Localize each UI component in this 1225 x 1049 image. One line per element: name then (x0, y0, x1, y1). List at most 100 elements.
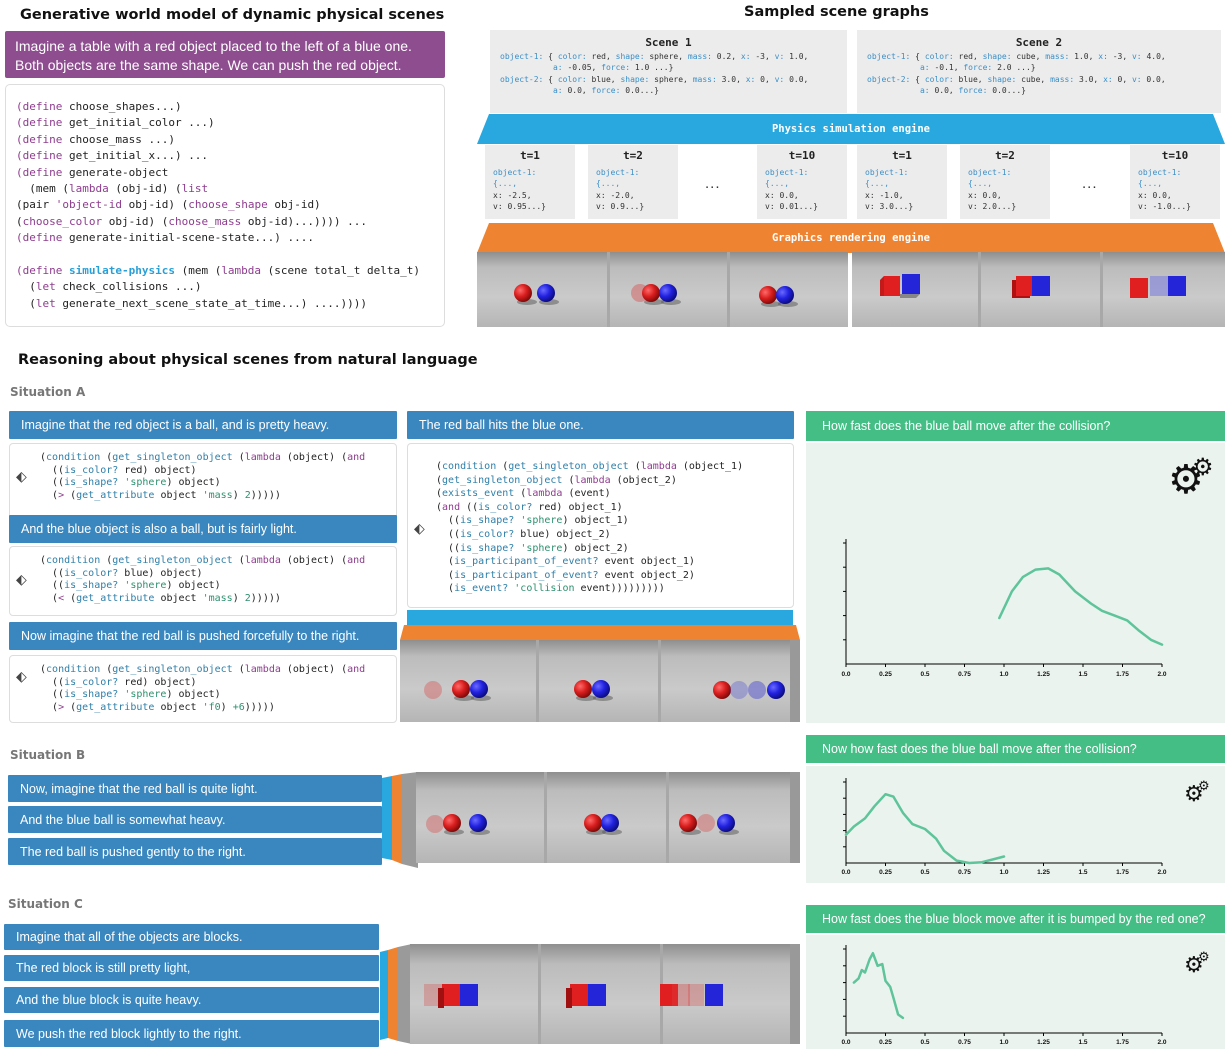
x-tick-label: 1.25 (1037, 869, 1050, 876)
scene-graph-1: Scene 1 object-1: { color: red, shape: s… (490, 30, 847, 113)
timestep-line: {..., (865, 179, 890, 188)
scene-line: a: -0.1, force: 2.0 ...} (919, 63, 1036, 72)
sit-c-statement-4: We push the red block lightly to the rig… (4, 1020, 379, 1047)
timestep-card: t=1 object-1: {..., x: -2.5, v: 0.95...} (485, 145, 575, 219)
physics-engine-band (477, 114, 1225, 144)
translation-code: (condition (get_singleton_object (lambda… (40, 555, 366, 604)
situation-b-label: Situation B (10, 748, 86, 762)
program-line: (define simulate-physics (mem (lambda (s… (16, 264, 421, 278)
x-tick-label: 1.0 (999, 671, 1008, 678)
graphics-engine-band (477, 223, 1225, 253)
program-line: (define generate-object (16, 165, 169, 179)
program-line: (let check_collisions ...) (16, 280, 202, 294)
timestep-line: {..., (1138, 179, 1163, 188)
x-tick-label: 1.25 (1037, 1039, 1050, 1046)
timestep-line: x: 0.0, (1138, 190, 1172, 200)
timestep-line: object-1: (1138, 167, 1182, 177)
sit-a-render (400, 640, 800, 722)
timestep-line: {..., (493, 179, 518, 188)
gears-icon: ⚙ (1184, 952, 1204, 977)
timestep-label: t=2 (995, 149, 1015, 162)
scene-line: a: 0.0, force: 0.0...} (552, 86, 659, 95)
sit-c-engine-bands (380, 944, 412, 1044)
sit-c-question: How fast does the blue block move after … (806, 905, 1225, 933)
timestep-line: object-1: (968, 167, 1012, 177)
render-scene-1 (477, 252, 848, 327)
program-line: (define generate-initial-scene-state...)… (16, 231, 315, 245)
x-tick-label: 1.5 (1078, 869, 1087, 876)
timestep-label: t=2 (623, 149, 643, 162)
translation-code: (condition (get_singleton_object (lambda… (40, 664, 366, 713)
sit-b-render (416, 772, 800, 863)
sit-a-statement-4: The red ball hits the blue one. (407, 411, 794, 439)
timestep-line: object-1: (765, 167, 809, 177)
scene-line: a: -0.05, force: 1.0 ...} (552, 63, 674, 72)
gears-icon: ⚙ (1184, 781, 1204, 806)
sit-c-render (410, 944, 800, 1044)
timestep-label: t=1 (520, 149, 540, 162)
timestep-line: x: 0.0, (968, 190, 1002, 200)
x-tick-label: 0.25 (879, 671, 892, 678)
sit-a-chart-panel (806, 443, 1225, 723)
sit-a-statement-3: Now imagine that the red ball is pushed … (9, 622, 397, 650)
x-tick-label: 0.25 (879, 1039, 892, 1046)
timestep-card: t=1 object-1: {..., x: -1.0, v: 3.0...} (857, 145, 947, 219)
timestep-line: object-1: (596, 167, 640, 177)
timestep-label: t=10 (1161, 149, 1189, 162)
sit-a-question: How fast does the blue ball move after t… (806, 411, 1225, 441)
scene-title: Scene 1 (645, 36, 692, 49)
ellipsis: ... (705, 175, 721, 192)
timestep-line: x: -1.0, (865, 190, 904, 200)
neural-net-icon: ⬖ (16, 468, 27, 484)
program-line: (pair 'object-id obj-id) (choose_shape o… (16, 198, 321, 212)
scene-title: Scene 2 (1015, 36, 1063, 49)
x-tick-label: 0.5 (920, 1039, 929, 1046)
timestep-line: v: -1.0...} (1138, 202, 1191, 211)
timestep-card: t=2 object-1: {..., x: 0.0, v: 2.0...} (960, 145, 1050, 219)
gear-small-icon: ⚙ (1198, 778, 1210, 793)
sit-b-statement-1: Now, imagine that the red ball is quite … (8, 775, 382, 802)
neural-net-icon: ⬖ (16, 571, 27, 587)
sit-a-statement-2: And the blue object is also a ball, but … (9, 515, 397, 543)
program-line: (let generate_next_scene_state_at_time..… (16, 296, 368, 310)
program-line: (define choose_shapes...) (16, 100, 182, 113)
situation-c-label: Situation C (8, 897, 83, 911)
program-line: (define get_initial_x...) ... (16, 149, 209, 163)
gear-small-icon: ⚙ (1192, 454, 1214, 481)
translation-code: (condition (get_singleton_object (lambda… (40, 452, 366, 501)
x-tick-label: 1.0 (999, 869, 1008, 876)
timestep-line: v: 0.9...} (596, 202, 645, 211)
x-tick-label: 0.5 (920, 671, 929, 678)
timestep-line: object-1: (493, 167, 537, 177)
sit-c-statement-2: The red block is still pretty light, (4, 955, 379, 981)
timestep-line: v: 2.0...} (968, 202, 1017, 211)
neural-net-icon: ⬖ (16, 668, 27, 684)
render-scene-2 (852, 252, 1225, 327)
scene-graph-2: Scene 2 object-1: { color: red, shape: c… (857, 30, 1221, 113)
timestep-label: t=1 (892, 149, 912, 162)
x-tick-label: 1.25 (1037, 671, 1050, 678)
timestep-card: t=10 object-1: {..., x: 0.0, v: 0.01...} (757, 145, 847, 219)
gear-small-icon: ⚙ (1198, 949, 1210, 964)
title-reasoning: Reasoning about physical scenes from nat… (18, 352, 478, 368)
sit-b-question: Now how fast does the blue ball move aft… (806, 735, 1225, 763)
x-tick-label: 0.0 (841, 869, 850, 876)
neural-net-icon: ⬖ (414, 520, 425, 536)
timestep-line: object-1: (865, 167, 909, 177)
sit-b-statement-3: The red ball is pushed gently to the rig… (8, 838, 382, 865)
timestep-card: t=10 object-1: {..., x: 0.0, v: -1.0...} (1130, 145, 1220, 219)
x-tick-label: 1.75 (1116, 1039, 1129, 1046)
x-tick-label: 2.0 (1157, 869, 1166, 876)
timestep-line: v: 3.0...} (865, 202, 914, 211)
program-line: (define choose_mass ...) (16, 132, 175, 146)
velocity-series-line (998, 567, 1164, 646)
x-tick-label: 0.75 (958, 671, 971, 678)
scene-prompt: Imagine a table with a red object placed… (5, 31, 445, 78)
sit-a-engine-bands (400, 610, 800, 640)
x-tick-label: 0.5 (920, 869, 929, 876)
graphics-engine-label: Graphics rendering engine (771, 232, 931, 244)
timestep-line: x: -2.5, (493, 190, 532, 200)
program-line: (choose_color obj-id) (choose_mass obj-i… (16, 214, 368, 228)
